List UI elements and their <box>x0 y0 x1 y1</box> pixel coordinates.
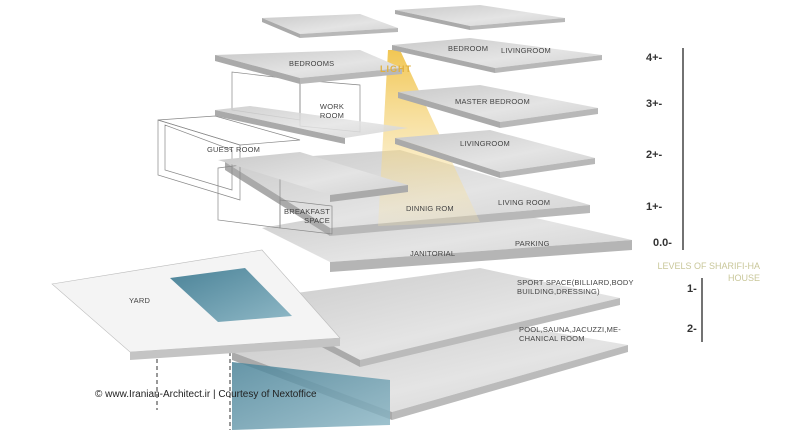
label-bedrooms: BEDROOMS <box>289 59 335 68</box>
label-bedroom: BEDROOM <box>448 44 489 53</box>
label-livingroom: LIVINGROOM <box>460 139 510 148</box>
slab-level-4-right <box>392 38 602 73</box>
level-minus-1: 1- <box>687 283 697 295</box>
level-2: 2+- <box>646 149 663 161</box>
level-minus-2: 2- <box>687 323 697 335</box>
slab-master-bedroom <box>398 85 598 128</box>
label-living-room: LIVING ROOM <box>498 198 551 207</box>
guest-room-wireframe <box>157 115 301 201</box>
yard-pool-water <box>170 268 292 322</box>
label-yard: YARD <box>129 296 151 305</box>
pool-water <box>232 362 390 430</box>
label-light: LIGHT <box>380 64 412 74</box>
slab-livingroom-level-2 <box>395 130 595 178</box>
label-sport-space: SPORT SPACE(BILLIARD,BODY BUILDING,DRESS… <box>517 278 634 296</box>
label-pool: POOL,SAUNA,JACUZZI,ME-CHANICAL ROOM <box>519 325 621 343</box>
roof-slab-left <box>262 14 398 38</box>
label-janitorial: JANITORIAL <box>410 249 456 258</box>
level-0: 0.0- <box>653 237 672 249</box>
label-parking: PARKING <box>515 239 550 248</box>
roof-slab-right <box>395 5 565 30</box>
label-breakfast-space: BREAKFAST SPACE <box>284 207 330 225</box>
label-livingroom-top: LIVINGROOM <box>501 46 551 55</box>
slab-bedrooms <box>215 50 402 84</box>
label-work-room: WORK ROOM <box>319 102 345 120</box>
label-guest-room: GUEST ROOM <box>207 145 261 154</box>
label-dinning-room: DINNIG ROM <box>406 204 454 213</box>
level-3: 3+- <box>646 98 663 110</box>
yard-slab <box>51 249 341 360</box>
label-master-bedroom: MASTER BEDROOM <box>455 97 530 106</box>
slab-level-2-left <box>218 152 408 202</box>
levels-title: LEVELS OF SHARIFI-HA HOUSE <box>657 261 760 283</box>
level-4: 4+- <box>646 52 663 64</box>
credit-text: © www.Iranian-Architect.ir | Courtesy of… <box>95 389 317 400</box>
slab-work-room <box>215 106 408 144</box>
level-1: 1+- <box>646 201 663 213</box>
